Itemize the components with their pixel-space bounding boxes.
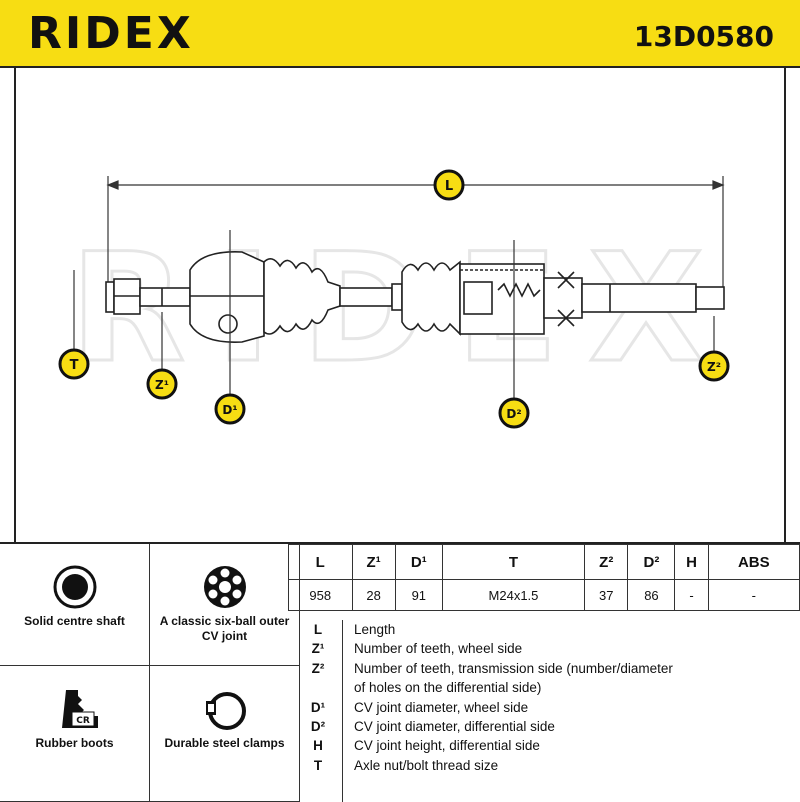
- callout-T-label: T: [70, 358, 79, 373]
- spec-value: 86: [627, 579, 676, 611]
- feature-rubber-boots: CR Rubber boots: [0, 666, 150, 802]
- spec-header: D²: [627, 544, 676, 580]
- brand-logo: RIDEX: [28, 8, 194, 59]
- callout-Z2-label: Z²: [707, 360, 721, 374]
- callout-L-label: L: [445, 179, 453, 194]
- callout-T: T: [58, 348, 90, 380]
- legend-text: Length: [354, 622, 396, 637]
- legend-text: CV joint diameter, wheel side: [354, 699, 529, 715]
- technical-drawing: RIDEX: [14, 68, 786, 542]
- spec-header: Z¹: [351, 544, 396, 580]
- feature-label: Solid centre shaft: [24, 614, 125, 628]
- spec-header: T: [441, 544, 586, 580]
- spec-value: 37: [584, 579, 629, 611]
- legend-item: D² CV joint diameter, differential side: [296, 717, 796, 736]
- callout-D1: D¹: [214, 393, 246, 425]
- spec-legend: L Length Z¹ Number of teeth, wheel side …: [296, 620, 796, 775]
- legend-key: H: [313, 738, 323, 754]
- callout-D1-label: D¹: [222, 403, 237, 417]
- legend-item: L Length: [296, 620, 796, 639]
- legend-text: CV joint diameter, differential side: [354, 718, 555, 734]
- feature-label: Rubber boots: [35, 736, 114, 750]
- legend-item: T Axle nut/bolt thread size: [296, 756, 796, 775]
- legend-divider: [342, 620, 343, 802]
- spec-header: D¹: [394, 544, 443, 580]
- spec-header: H: [674, 544, 709, 580]
- spec-header-row: L Z¹ D¹ T Z² D² H ABS: [288, 544, 800, 580]
- legend-item: H CV joint height, differential side: [296, 736, 796, 755]
- cr-badge: CR: [76, 716, 90, 726]
- legend-text: Number of teeth, wheel side: [354, 641, 523, 657]
- legend-item: Z² Number of teeth, transmission side (n…: [296, 659, 796, 678]
- drive-shaft-drawing: RIDEX: [58, 169, 730, 429]
- legend-text: of holes on the differential side): [354, 680, 542, 696]
- rubber-boot-icon: CR: [62, 690, 98, 728]
- spec-header: ABS: [707, 544, 800, 580]
- spec-header: Z²: [584, 544, 629, 580]
- callout-Z1: Z¹: [146, 368, 178, 400]
- legend-item: D¹ CV joint diameter, wheel side: [296, 698, 796, 717]
- callout-Z2: Z²: [698, 350, 730, 382]
- feature-six-ball-joint: A classic six-ball outer CV joint: [150, 544, 300, 666]
- legend-key: D¹: [310, 699, 326, 715]
- callout-leaders: [73, 230, 715, 400]
- legend-text: Number of teeth, transmission side (numb…: [354, 660, 673, 676]
- legend-item: Z¹ Number of teeth, wheel side: [296, 639, 796, 658]
- spec-value: -: [674, 579, 709, 611]
- header-bar: RIDEX 13D0580: [0, 0, 800, 68]
- legend-text: Axle nut/bolt thread size: [354, 757, 499, 773]
- callout-D2-label: D²: [506, 407, 521, 421]
- part-number: 13D0580: [633, 20, 774, 53]
- legend-key: Z²: [311, 660, 325, 676]
- spec-value: 958: [288, 579, 353, 611]
- solid-shaft-icon: [53, 565, 97, 609]
- spec-value: -: [707, 579, 800, 611]
- callout-Z1-label: Z¹: [155, 378, 169, 392]
- legend-key: T: [313, 757, 323, 773]
- steel-clamp-icon: [206, 692, 246, 730]
- legend-text: CV joint height, differential side: [354, 738, 540, 754]
- feature-label: A classic six-ball outer CV joint: [159, 614, 290, 643]
- drive-shaft: [105, 251, 725, 343]
- specification-panel: Solid centre shaft A classic six-ball ou…: [0, 542, 800, 802]
- spec-value: 28: [351, 579, 396, 611]
- callout-D2: D²: [498, 397, 530, 429]
- spec-value: M24x1.5: [441, 579, 586, 611]
- legend-item: of holes on the differential side): [296, 678, 796, 697]
- legend-key: Z¹: [311, 641, 325, 657]
- spec-value: 91: [394, 579, 443, 611]
- spec-value-row: 958 28 91 M24x1.5 37 86 - -: [288, 579, 800, 611]
- callout-L: L: [433, 169, 465, 201]
- length-dimension: [106, 176, 725, 300]
- feature-solid-shaft: Solid centre shaft: [0, 544, 150, 666]
- six-ball-joint-icon: [204, 566, 246, 608]
- spec-header: L: [288, 544, 353, 580]
- feature-steel-clamps: Durable steel clamps: [150, 666, 300, 802]
- legend-key: L: [313, 622, 323, 637]
- spec-table: L Z¹ D¹ T Z² D² H ABS 958 28 91 M24x1.5 …: [288, 544, 800, 611]
- legend-key: D²: [310, 718, 326, 734]
- feature-label: Durable steel clamps: [164, 736, 285, 750]
